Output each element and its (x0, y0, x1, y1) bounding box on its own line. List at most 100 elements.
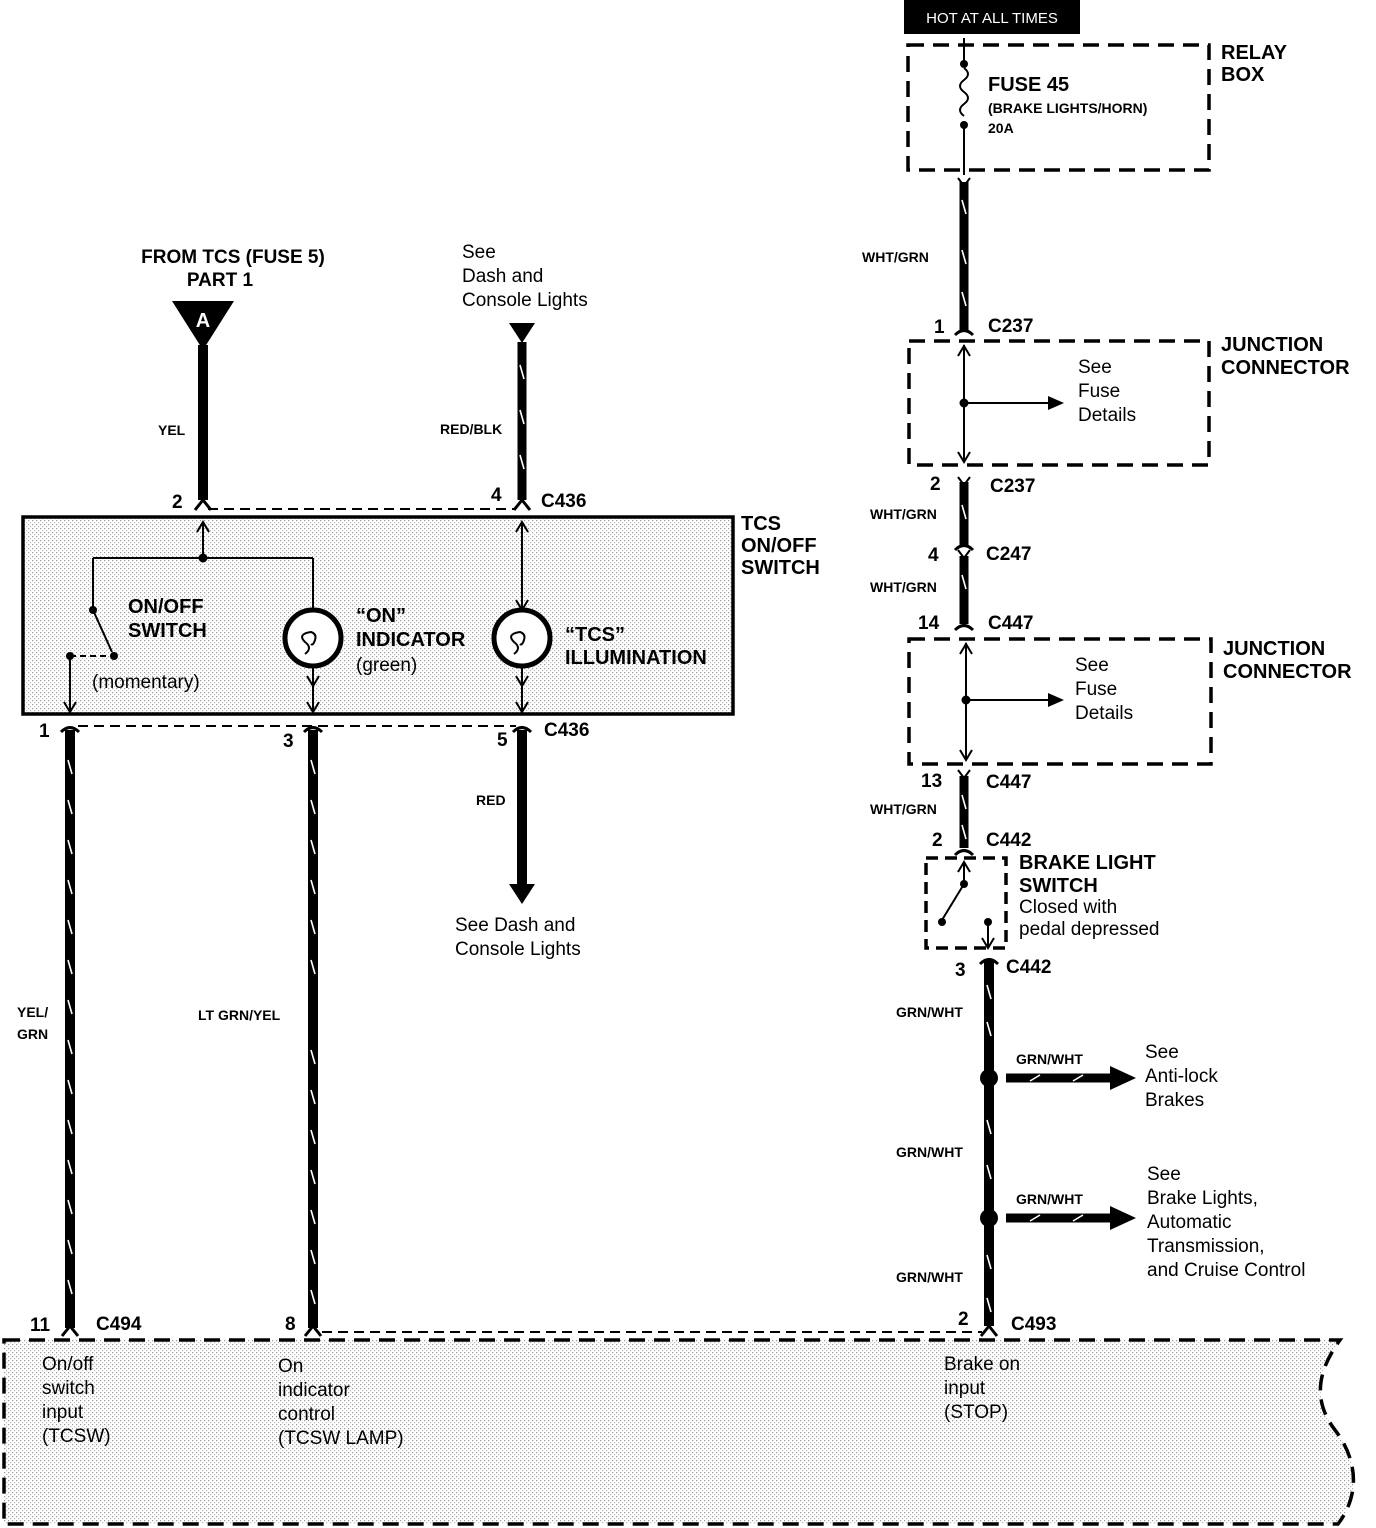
red-blk-wire (509, 323, 535, 500)
svg-text:ON/OFF: ON/OFF (128, 596, 204, 618)
connector-a-marker: A (172, 301, 234, 350)
svg-text:See: See (1078, 357, 1112, 378)
svg-text:control: control (278, 1404, 335, 1425)
junction-connector-upper: See Fuse Details (907, 339, 1211, 467)
svg-text:C493: C493 (1011, 1314, 1056, 1335)
fuse-name: FUSE 45 (988, 74, 1069, 96)
svg-text:On/off: On/off (42, 1354, 94, 1375)
svg-text:RELAY: RELAY (1221, 42, 1288, 64)
svg-text:C247: C247 (986, 544, 1031, 565)
svg-text:(TCSW LAMP): (TCSW LAMP) (278, 1428, 404, 1449)
svg-text:SWITCH: SWITCH (128, 620, 207, 642)
svg-text:CONNECTOR: CONNECTOR (1221, 357, 1350, 379)
svg-text:switch: switch (42, 1378, 95, 1399)
onoff-switch-icon (63, 606, 118, 714)
svg-text:2: 2 (932, 830, 943, 851)
svg-text:TCS: TCS (741, 513, 781, 535)
svg-text:(STOP): (STOP) (944, 1402, 1008, 1423)
svg-text:input: input (944, 1378, 986, 1399)
svg-text:4: 4 (928, 545, 939, 566)
svg-text:WHT/GRN: WHT/GRN (870, 579, 937, 595)
svg-text:2: 2 (172, 492, 183, 513)
red-wire (509, 726, 535, 904)
svg-text:See: See (462, 242, 496, 263)
svg-text:Fuse: Fuse (1078, 381, 1120, 402)
svg-text:C237: C237 (990, 476, 1035, 497)
svg-text:(TCSW): (TCSW) (42, 1426, 111, 1447)
svg-text:ON/OFF: ON/OFF (741, 535, 817, 557)
svg-text:Closed with: Closed with (1019, 897, 1117, 918)
svg-text:WHT/GRN: WHT/GRN (870, 506, 937, 522)
wht-grn-wire-upper (953, 177, 975, 337)
on-indicator-bulb-icon (282, 607, 344, 714)
relay-box: RELAY BOX FUSE 45 (BRAKE LIGHTS/HORN) 20… (906, 38, 1288, 175)
fuse-description: (BRAKE LIGHTS/HORN) (988, 100, 1147, 116)
svg-text:Fuse: Fuse (1075, 679, 1117, 700)
svg-text:JUNCTION: JUNCTION (1223, 638, 1325, 660)
svg-text:GRN/WHT: GRN/WHT (896, 1269, 963, 1285)
svg-text:Console Lights: Console Lights (455, 939, 581, 960)
junction-connector-lower: See Fuse Details (907, 637, 1213, 766)
svg-text:PART 1: PART 1 (187, 270, 254, 291)
svg-text:WHT/GRN: WHT/GRN (862, 249, 929, 265)
svg-text:4: 4 (491, 485, 502, 506)
svg-text:C447: C447 (988, 613, 1033, 634)
hot-at-all-times-tag: HOT AT ALL TIMES (904, 0, 1080, 34)
svg-text:See Dash and: See Dash and (455, 915, 575, 936)
grn-wht-wire-main (978, 958, 1000, 1337)
svg-text:Anti-lock: Anti-lock (1145, 1066, 1218, 1087)
svg-text:SWITCH: SWITCH (1019, 875, 1098, 897)
svg-text:ILLUMINATION: ILLUMINATION (565, 647, 707, 669)
svg-text:C436: C436 (541, 491, 586, 512)
svg-text:See: See (1145, 1042, 1179, 1063)
yel-grn-wire (59, 726, 81, 1337)
svg-text:1: 1 (934, 317, 945, 338)
svg-text:(green): (green) (356, 655, 417, 676)
fuse-45-icon (959, 38, 969, 175)
svg-text:See: See (1075, 655, 1109, 676)
svg-text:5: 5 (497, 730, 508, 751)
svg-text:CONNECTOR: CONNECTOR (1223, 661, 1352, 683)
svg-text:C442: C442 (1006, 957, 1051, 978)
svg-text:RED/BLK: RED/BLK (440, 421, 502, 437)
svg-text:A: A (196, 310, 210, 332)
tcs-illumination-bulb-icon (491, 520, 553, 714)
svg-text:HOT AT ALL TIMES: HOT AT ALL TIMES (926, 10, 1058, 27)
svg-text:3: 3 (283, 731, 294, 752)
svg-text:14: 14 (918, 613, 940, 634)
svg-text:C442: C442 (986, 830, 1031, 851)
svg-text:8: 8 (285, 1314, 296, 1335)
svg-text:1: 1 (39, 721, 50, 742)
svg-text:SWITCH: SWITCH (741, 557, 820, 579)
svg-text:C447: C447 (986, 772, 1031, 793)
svg-text:Details: Details (1078, 405, 1136, 426)
svg-text:WHT/GRN: WHT/GRN (870, 801, 937, 817)
svg-text:13: 13 (921, 771, 942, 792)
svg-text:YEL/: YEL/ (17, 1004, 48, 1020)
svg-text:YEL: YEL (158, 422, 186, 438)
abs-branch (980, 1066, 1136, 1090)
svg-text:JUNCTION: JUNCTION (1221, 334, 1323, 356)
svg-text:3: 3 (955, 960, 966, 981)
svg-text:C237: C237 (988, 316, 1033, 337)
svg-text:Brake on: Brake on (944, 1354, 1020, 1375)
svg-text:Console Lights: Console Lights (462, 290, 588, 311)
svg-text:2: 2 (930, 474, 941, 495)
svg-text:GRN/WHT: GRN/WHT (1016, 1051, 1083, 1067)
svg-text:and Cruise Control: and Cruise Control (1147, 1260, 1305, 1281)
svg-text:2: 2 (958, 1309, 969, 1330)
svg-text:GRN/WHT: GRN/WHT (896, 1144, 963, 1160)
svg-text:Automatic: Automatic (1147, 1212, 1231, 1233)
wht-grn-wire-mid2 (953, 549, 975, 632)
svg-text:Brake Lights,: Brake Lights, (1147, 1188, 1258, 1209)
svg-text:“ON”: “ON” (356, 605, 406, 627)
svg-text:Brakes: Brakes (1145, 1090, 1204, 1111)
svg-text:input: input (42, 1402, 84, 1423)
lt-grn-yel-wire (302, 726, 324, 1337)
fuse-rating: 20A (988, 120, 1014, 136)
svg-text:C494: C494 (96, 1314, 142, 1335)
svg-text:FROM TCS (FUSE 5): FROM TCS (FUSE 5) (141, 247, 325, 268)
svg-text:BRAKE LIGHT: BRAKE LIGHT (1019, 852, 1156, 874)
svg-text:indicator: indicator (278, 1380, 350, 1401)
